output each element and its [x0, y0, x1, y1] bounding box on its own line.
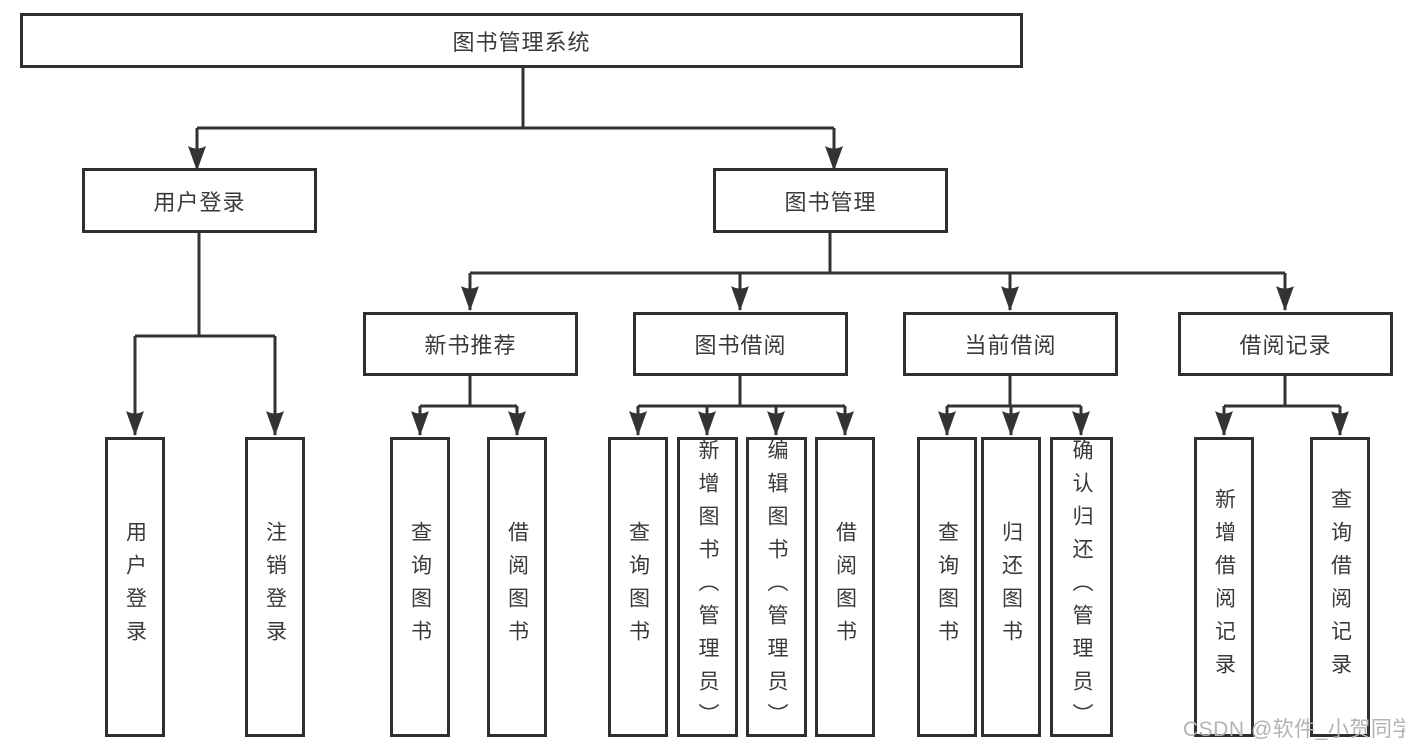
- leaf-bb-borrow: 借阅图书: [815, 437, 875, 737]
- leaf-nbr-borrow: 借阅图书: [487, 437, 547, 737]
- node-borrow-record: 借阅记录: [1178, 312, 1393, 376]
- leaf-cb-confirm-label: 确认归还（管理员）: [1070, 438, 1093, 736]
- leaf-bb-search-label: 查询图书: [626, 521, 650, 653]
- leaf-br-add: 新增借阅记录: [1194, 437, 1254, 737]
- leaf-cb-search: 查询图书: [917, 437, 977, 737]
- leaf-cb-confirm: 确认归还（管理员）: [1050, 437, 1113, 737]
- leaf-cb-return-label: 归还图书: [999, 521, 1023, 653]
- leaf-bb-edit-label: 编辑图书（管理员）: [765, 438, 788, 736]
- node-current-borrow-label: 当前借阅: [964, 333, 1057, 358]
- node-current-borrow: 当前借阅: [903, 312, 1118, 376]
- node-book-borrow-label: 图书借阅: [694, 333, 787, 358]
- node-new-book-rec-label: 新书推荐: [424, 333, 517, 358]
- node-book-mgmt: 图书管理: [713, 168, 948, 233]
- leaf-cb-return: 归还图书: [981, 437, 1041, 737]
- csdn-watermark: CSDN @软件_小贺同学: [1183, 718, 1405, 741]
- node-user-login: 用户登录: [82, 168, 317, 233]
- leaf-br-search: 查询借阅记录: [1310, 437, 1370, 737]
- leaf-bb-add-label: 新增图书（管理员）: [696, 438, 719, 736]
- leaf-bb-edit: 编辑图书（管理员）: [746, 437, 807, 737]
- node-user-login-label: 用户登录: [153, 189, 246, 215]
- leaf-bb-add: 新增图书（管理员）: [677, 437, 738, 737]
- leaf-br-add-label: 新增借阅记录: [1212, 488, 1236, 686]
- node-borrow-record-label: 借阅记录: [1239, 333, 1332, 358]
- leaf-nbr-borrow-label: 借阅图书: [505, 521, 529, 653]
- leaf-nbr-search: 查询图书: [390, 437, 450, 737]
- leaf-bb-borrow-label: 借阅图书: [833, 521, 857, 653]
- leaf-user-login-label: 用户登录: [123, 521, 147, 653]
- node-new-book-rec: 新书推荐: [363, 312, 578, 376]
- leaf-cb-search-label: 查询图书: [935, 521, 959, 653]
- leaf-logout: 注销登录: [245, 437, 305, 737]
- node-root: 图书管理系统: [20, 13, 1023, 68]
- leaf-bb-search: 查询图书: [608, 437, 668, 737]
- leaf-br-search-label: 查询借阅记录: [1328, 488, 1352, 686]
- node-root-label: 图书管理系统: [452, 29, 591, 55]
- node-book-borrow: 图书借阅: [633, 312, 848, 376]
- node-book-mgmt-label: 图书管理: [784, 189, 877, 215]
- leaf-nbr-search-label: 查询图书: [408, 521, 432, 653]
- leaf-user-login: 用户登录: [105, 437, 165, 737]
- leaf-logout-label: 注销登录: [263, 521, 287, 653]
